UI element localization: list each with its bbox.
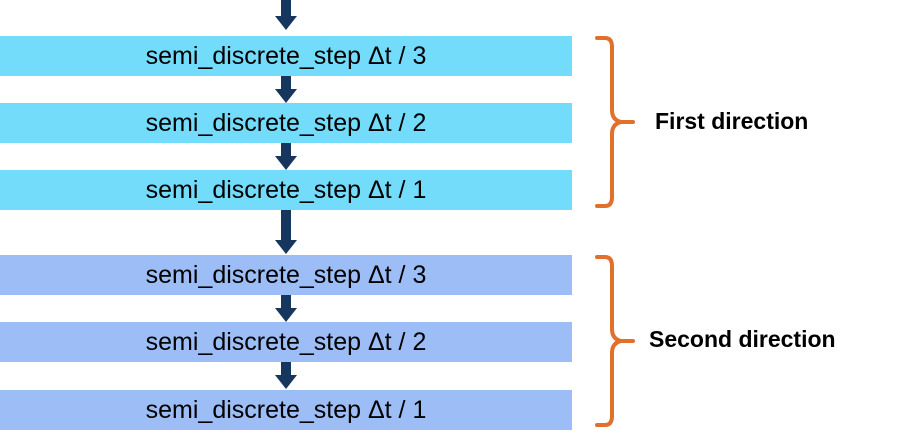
- step-bar-second-direction-1[interactable]: semi_discrete_step Δt / 3: [0, 255, 572, 295]
- step-bar-first-direction-2[interactable]: semi_discrete_step Δt / 2: [0, 103, 572, 143]
- step-bar-label: semi_discrete_step Δt / 1: [145, 175, 427, 204]
- group-label-first-direction: First direction: [655, 108, 809, 134]
- curly-brace-first-direction: [595, 36, 635, 208]
- step-bar-first-direction-1[interactable]: semi_discrete_step Δt / 3: [0, 36, 572, 76]
- curly-brace-second-direction: [595, 255, 635, 427]
- step-bar-second-direction-3[interactable]: semi_discrete_step Δt / 1: [0, 390, 572, 430]
- step-bar-second-direction-2[interactable]: semi_discrete_step Δt / 2: [0, 322, 572, 362]
- step-bar-label: semi_discrete_step Δt / 1: [145, 395, 427, 424]
- step-bar-label: semi_discrete_step Δt / 3: [145, 41, 427, 70]
- step-bar-label: semi_discrete_step Δt / 3: [145, 260, 427, 289]
- group-label-second-direction: Second direction: [649, 326, 836, 352]
- step-bar-label: semi_discrete_step Δt / 2: [145, 327, 427, 356]
- step-bar-first-direction-3[interactable]: semi_discrete_step Δt / 1: [0, 170, 572, 210]
- step-bar-label: semi_discrete_step Δt / 2: [145, 108, 427, 137]
